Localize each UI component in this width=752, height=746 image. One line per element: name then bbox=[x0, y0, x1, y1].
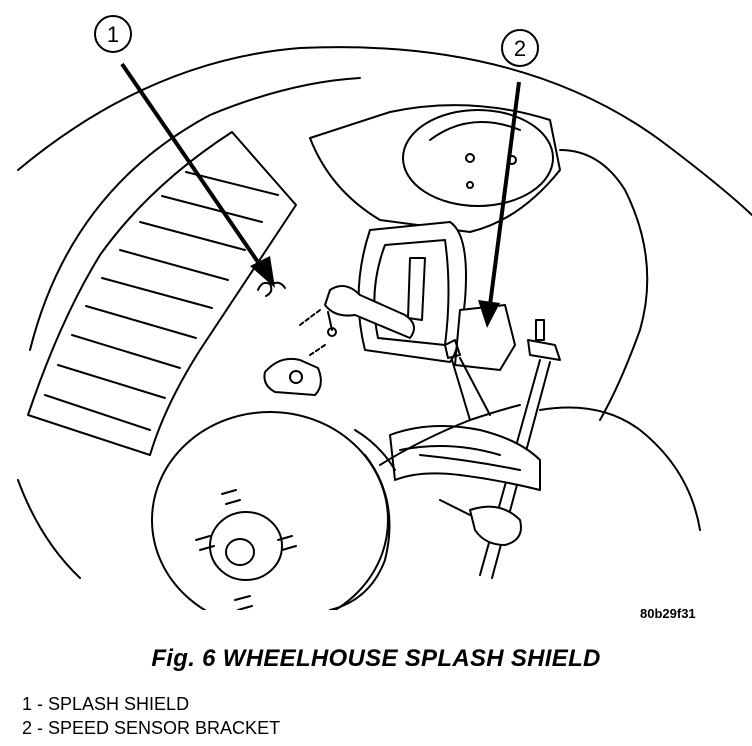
callout-2-arrowhead bbox=[478, 300, 500, 328]
legend-item-2: 2 - SPEED SENSOR BRACKET bbox=[22, 718, 281, 738]
callout-2: 2 bbox=[478, 29, 539, 328]
strut-tower bbox=[309, 104, 561, 233]
tie-rod-end bbox=[324, 285, 415, 339]
wheelhouse-inner-arc bbox=[29, 77, 361, 351]
image-code: 80b29f31 bbox=[640, 606, 696, 621]
wheelhouse-lower-edge bbox=[17, 479, 81, 579]
legend: 1 - SPLASH SHIELD 2 - SPEED SENSOR BRACK… bbox=[22, 692, 280, 740]
callout-1-number: 1 bbox=[107, 22, 119, 47]
callout-1: 1 bbox=[94, 15, 275, 288]
callout-1-arrow bbox=[120, 62, 264, 270]
suspension-components bbox=[379, 404, 541, 546]
callout-2-number: 2 bbox=[514, 36, 526, 61]
callout-1-arrowhead bbox=[250, 256, 275, 288]
caliper-bracket bbox=[263, 357, 322, 396]
splash-shield bbox=[27, 131, 297, 456]
brake-rotor bbox=[151, 411, 396, 610]
wheelhouse-illustration: 1 2 bbox=[17, 15, 752, 610]
callout-2-arrow bbox=[488, 81, 521, 306]
fender-opening bbox=[357, 221, 467, 363]
figure-caption: Fig. 6 WHEELHOUSE SPLASH SHIELD bbox=[151, 645, 601, 672]
legend-item-1: 1 - SPLASH SHIELD bbox=[22, 694, 190, 714]
body-panel-curve bbox=[539, 149, 701, 531]
